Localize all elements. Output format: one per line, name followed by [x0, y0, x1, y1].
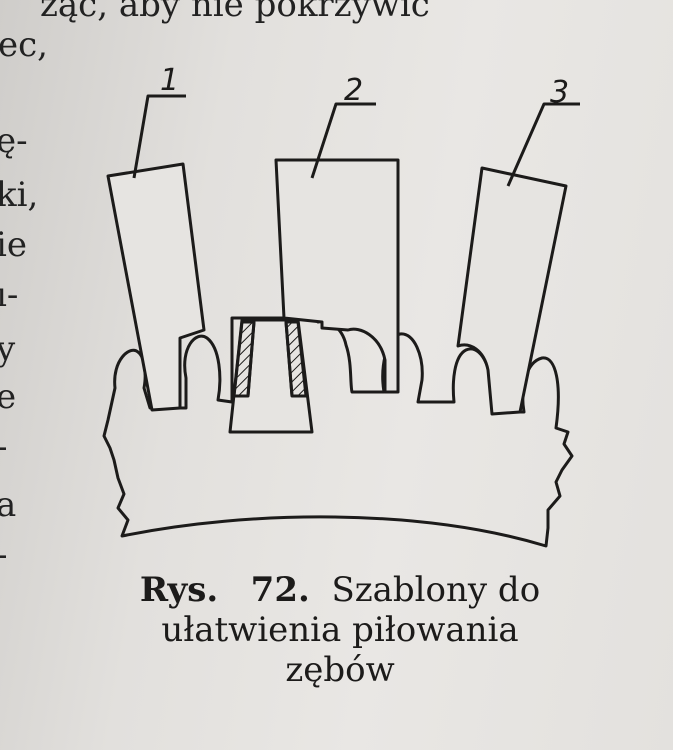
margin-fragment-5: y: [0, 329, 16, 369]
margin-fragment-6: e: [0, 377, 17, 417]
caption-title-line-1: Szablony do: [331, 570, 541, 610]
caption-title-line-3: zębów: [285, 650, 395, 690]
template-1: [106, 162, 206, 412]
gear-template-figure: 1 2 3: [102, 63, 580, 548]
gear-body: [102, 316, 574, 548]
top-text-line-1: żąc, aby nie pokrzywić: [40, 0, 430, 25]
margin-fragment-7: -: [0, 430, 8, 464]
part-label-3: 3: [550, 75, 569, 110]
figure-caption: Rys. 72. Szablony do ułatwienia piłowani…: [60, 570, 620, 690]
caption-prefix: Rys.: [139, 570, 219, 610]
template-2: [274, 158, 400, 394]
margin-fragment-1: ę-: [0, 121, 28, 161]
margin-fragment-3: ie: [0, 225, 27, 265]
margin-fragment-4: ı-: [0, 275, 19, 315]
top-text-line-2: ec,: [0, 25, 48, 65]
part-label-2: 2: [344, 73, 363, 108]
margin-fragment-2: ki,: [0, 175, 39, 215]
caption-number: 72.: [250, 570, 310, 610]
part-label-1: 1: [160, 63, 179, 98]
leader-line-1: [132, 94, 186, 179]
margin-fragment-8: a: [0, 485, 17, 525]
caption-title-line-2: ułatwienia piłowania: [161, 610, 519, 650]
leader-line-3: [506, 102, 580, 187]
margin-fragment-9: -: [0, 538, 8, 572]
center-tooth-section: [228, 318, 314, 434]
leader-lines: [132, 94, 580, 187]
leader-line-2: [310, 102, 376, 179]
caption-line-1: Rys. 72. Szablony do: [60, 570, 620, 610]
template-3: [456, 166, 568, 416]
